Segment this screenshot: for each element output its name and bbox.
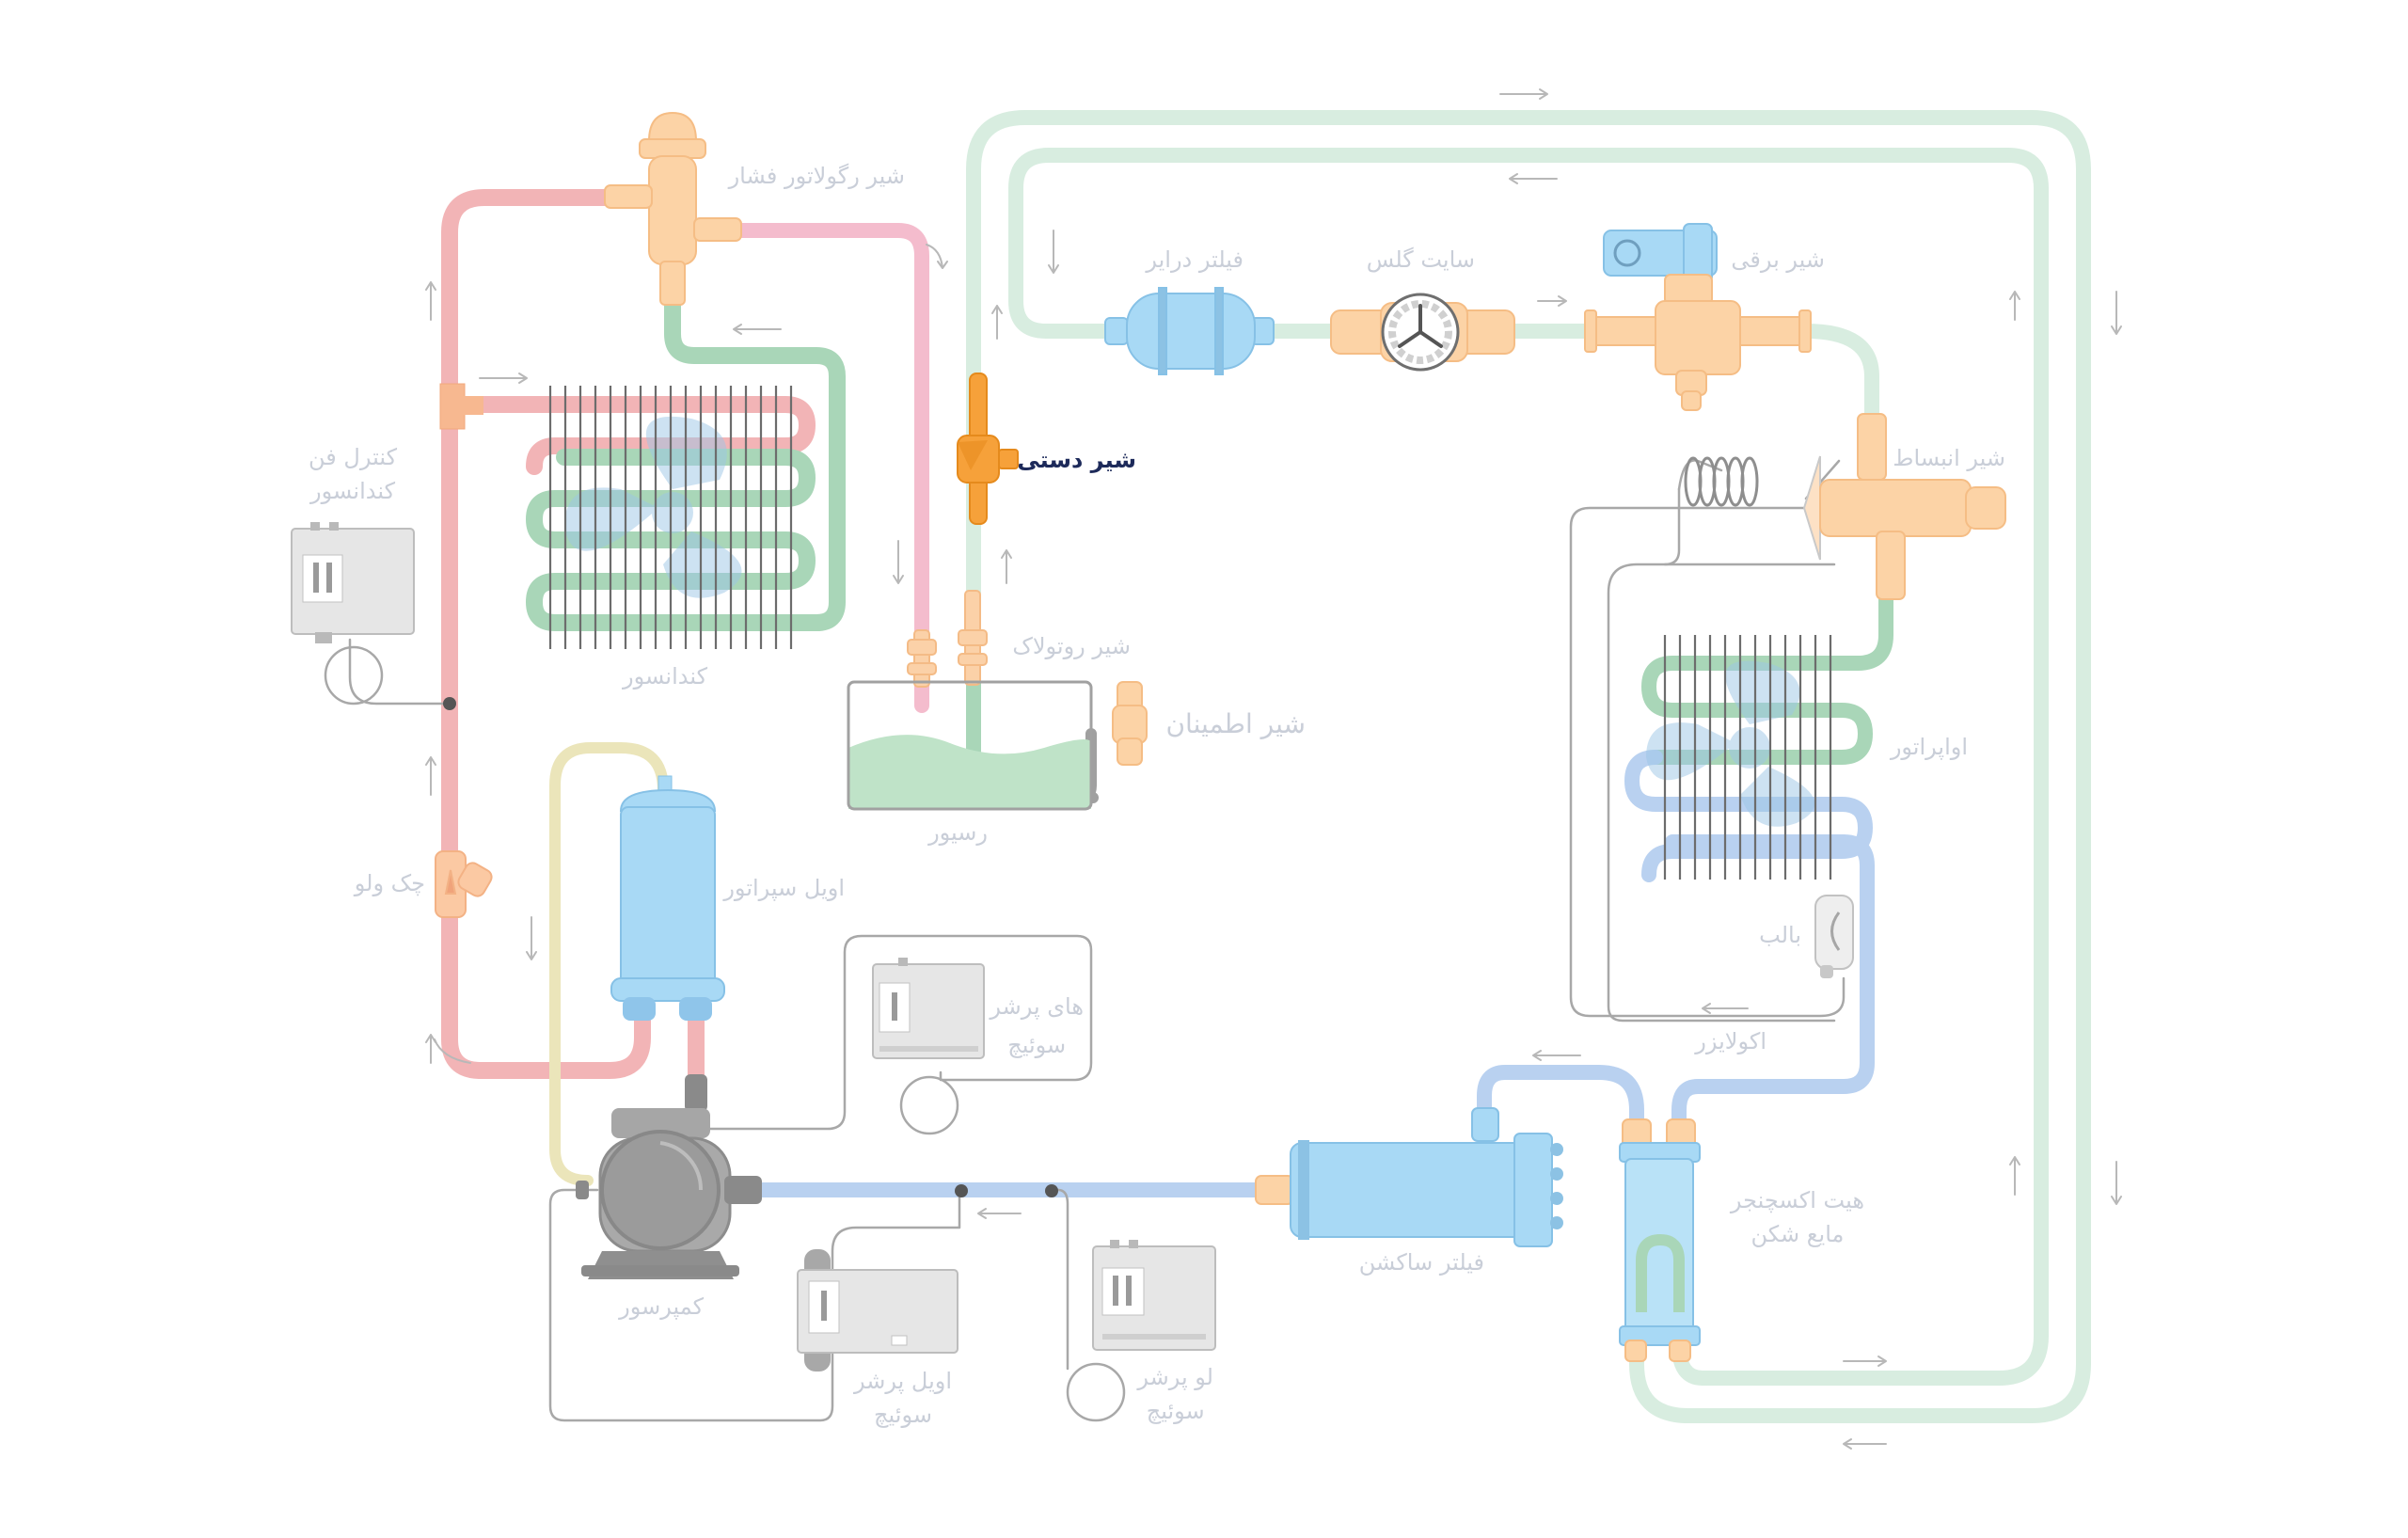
oil-pressure-switch — [797, 1249, 958, 1372]
evaporator-fins — [1663, 635, 1832, 880]
label-safety-valve: شیر اطمینان — [1165, 708, 1306, 739]
hp-switch-capillary — [694, 934, 1093, 1131]
label-solenoid-valve: شیر برقی — [1731, 246, 1825, 273]
label-low-pressure-line1: لو پرشر — [1137, 1364, 1213, 1390]
label-heat-exchanger-line2: مایع شکن — [1751, 1221, 1845, 1247]
label-oil-pressure-line2: سوئیچ — [874, 1402, 932, 1428]
liquid-line-inner — [1008, 148, 2049, 1386]
liquid-line-outer — [966, 110, 2091, 1423]
label-rotolock-valve: شیر روتولاک — [1012, 633, 1131, 659]
label-low-pressure-switch: لو پرشر سوئیچ — [1137, 1360, 1213, 1428]
discharge-line — [441, 189, 651, 1079]
lp-switch-capillary — [1050, 1188, 1069, 1371]
condenser-inlet — [441, 396, 816, 475]
label-condenser: کندانسور — [622, 663, 707, 690]
filter-drier — [1104, 287, 1275, 375]
fan-control-switch — [291, 522, 415, 643]
check-valve — [435, 850, 493, 918]
low-pressure-switch — [1092, 1240, 1216, 1351]
label-filter-drier: فیلتر درایر — [1146, 246, 1244, 273]
evaporator-coil-bottom — [1624, 750, 1873, 882]
label-high-pressure-switch: های پرشر سوئیچ — [990, 988, 1084, 1065]
oil-separator — [610, 775, 725, 1021]
suction-line-evap — [1665, 834, 1875, 1155]
oil-pressure-capillary — [548, 1188, 961, 1422]
oil-return-line — [549, 742, 669, 1186]
heat-exchanger — [1619, 1118, 1701, 1362]
pressure-regulator-valve — [604, 111, 742, 306]
solenoid-valve — [1584, 223, 1812, 411]
fan-control-capillary — [348, 638, 452, 706]
label-suction-filter: فیلتر ساکشن — [1358, 1249, 1484, 1276]
evaporator-coil-top — [1641, 580, 1893, 765]
label-receiver: رسیور — [928, 819, 988, 846]
bulb-capillary — [1607, 563, 1836, 1023]
label-evaporator: اواپراتور — [1890, 734, 1968, 760]
label-manual-valve: شیر دستی — [1017, 447, 1136, 473]
label-low-pressure-line2: سوئیچ — [1146, 1398, 1205, 1424]
label-fan-control-line2: کندانسور — [310, 478, 396, 504]
label-compressor: کمپرسور — [619, 1293, 704, 1320]
label-high-pressure-line1: های پرشر — [990, 993, 1084, 1020]
equalizer-line — [1569, 506, 1846, 1018]
suction-tap — [955, 1184, 968, 1197]
safety-valve — [1112, 681, 1148, 766]
condenser-fins — [548, 386, 793, 649]
liquid-line-sightglass — [1262, 324, 1879, 426]
label-check-valve: چک ولو — [354, 870, 425, 896]
rotolock-valves — [907, 590, 988, 688]
label-oil-pressure-line1: اویل پرشر — [853, 1368, 952, 1394]
condenser-coil — [526, 274, 846, 631]
label-fan-control: کنترل فن کندانسور — [309, 440, 397, 508]
label-sight-glass: سایت گلس — [1366, 246, 1475, 273]
expansion-valve — [1684, 413, 2006, 600]
high-pressure-switch — [872, 958, 985, 1059]
evaporator-fan-icon — [1646, 660, 1815, 827]
suction-tap — [1045, 1184, 1058, 1197]
label-high-pressure-line2: سوئیچ — [1007, 1031, 1067, 1058]
suction-filter — [1255, 1107, 1563, 1247]
manual-valve — [957, 373, 1019, 525]
bypass-line — [707, 223, 929, 713]
label-heat-exchanger: هیت اکسچنجر مایع شکن — [1731, 1183, 1864, 1251]
liquid-line-drier — [1008, 185, 1127, 339]
label-oil-pressure-switch: اویل پرشر سوئیچ — [854, 1364, 952, 1432]
label-fan-control-line1: کنترل فن — [309, 444, 397, 470]
sensing-bulb — [1814, 895, 1854, 978]
receiver-tank — [847, 680, 1093, 811]
label-heat-exchanger-line1: هیت اکسچنجر — [1730, 1187, 1864, 1213]
label-pressure-regulator: شیر رگولاتور فشار — [728, 163, 905, 189]
label-oil-separator: اویل سپراتور — [723, 875, 845, 901]
tee-fitting — [439, 383, 466, 430]
compressor — [576, 1074, 762, 1279]
sight-glass — [1330, 293, 1515, 372]
label-expansion-valve: شیر انبساط — [1893, 445, 2005, 471]
label-equalizer: اکولایزر — [1695, 1028, 1766, 1054]
suction-line-hx — [1477, 1065, 1644, 1155]
label-bulb: بالب — [1759, 922, 1801, 948]
